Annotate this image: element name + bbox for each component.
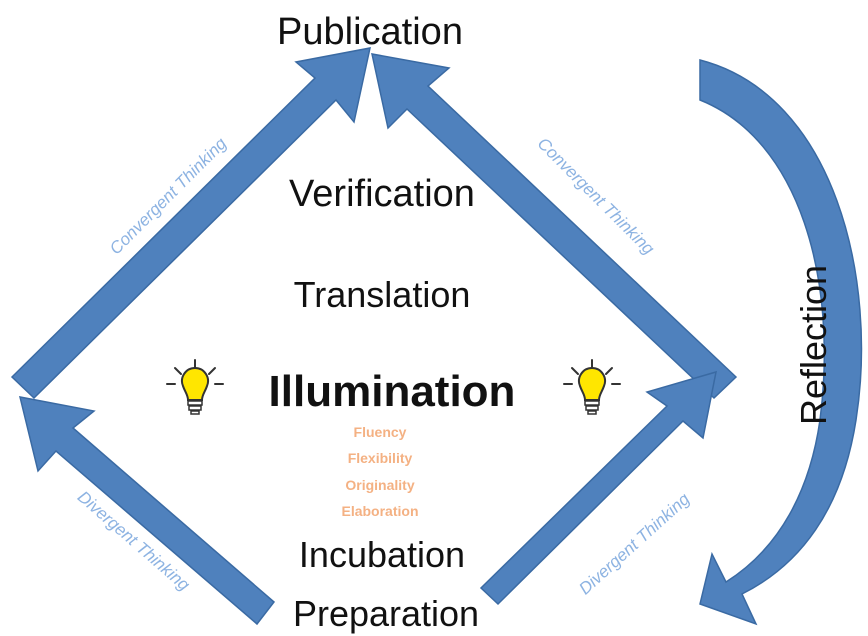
skill-labels: Fluency Flexibility Originality Elaborat…: [341, 424, 418, 519]
stage-incubation: Incubation: [299, 534, 465, 575]
skill-flexibility: Flexibility: [348, 450, 413, 466]
skill-originality: Originality: [345, 477, 414, 493]
stage-verification: Verification: [289, 173, 475, 215]
lightbulb-icon: [166, 359, 224, 415]
convergent-arrow-left: [10, 47, 371, 400]
stage-preparation: Preparation: [293, 593, 479, 634]
stage-publication: Publication: [277, 11, 463, 53]
lightbulb-icon: [563, 359, 621, 415]
stage-illumination: Illumination: [269, 367, 516, 416]
divergent-arrow-left: [18, 396, 276, 626]
stage-labels: Publication Verification Translation Ill…: [269, 11, 516, 634]
reflection-label: Reflection: [793, 265, 834, 425]
convergent-arrow-right: [371, 53, 738, 400]
divergent-arrow-right: [479, 370, 717, 606]
stage-translation: Translation: [294, 274, 471, 315]
skill-fluency: Fluency: [354, 424, 407, 440]
skill-elaboration: Elaboration: [341, 503, 418, 519]
reflection-arrow: [699, 59, 863, 626]
arrow-group: [10, 47, 863, 626]
